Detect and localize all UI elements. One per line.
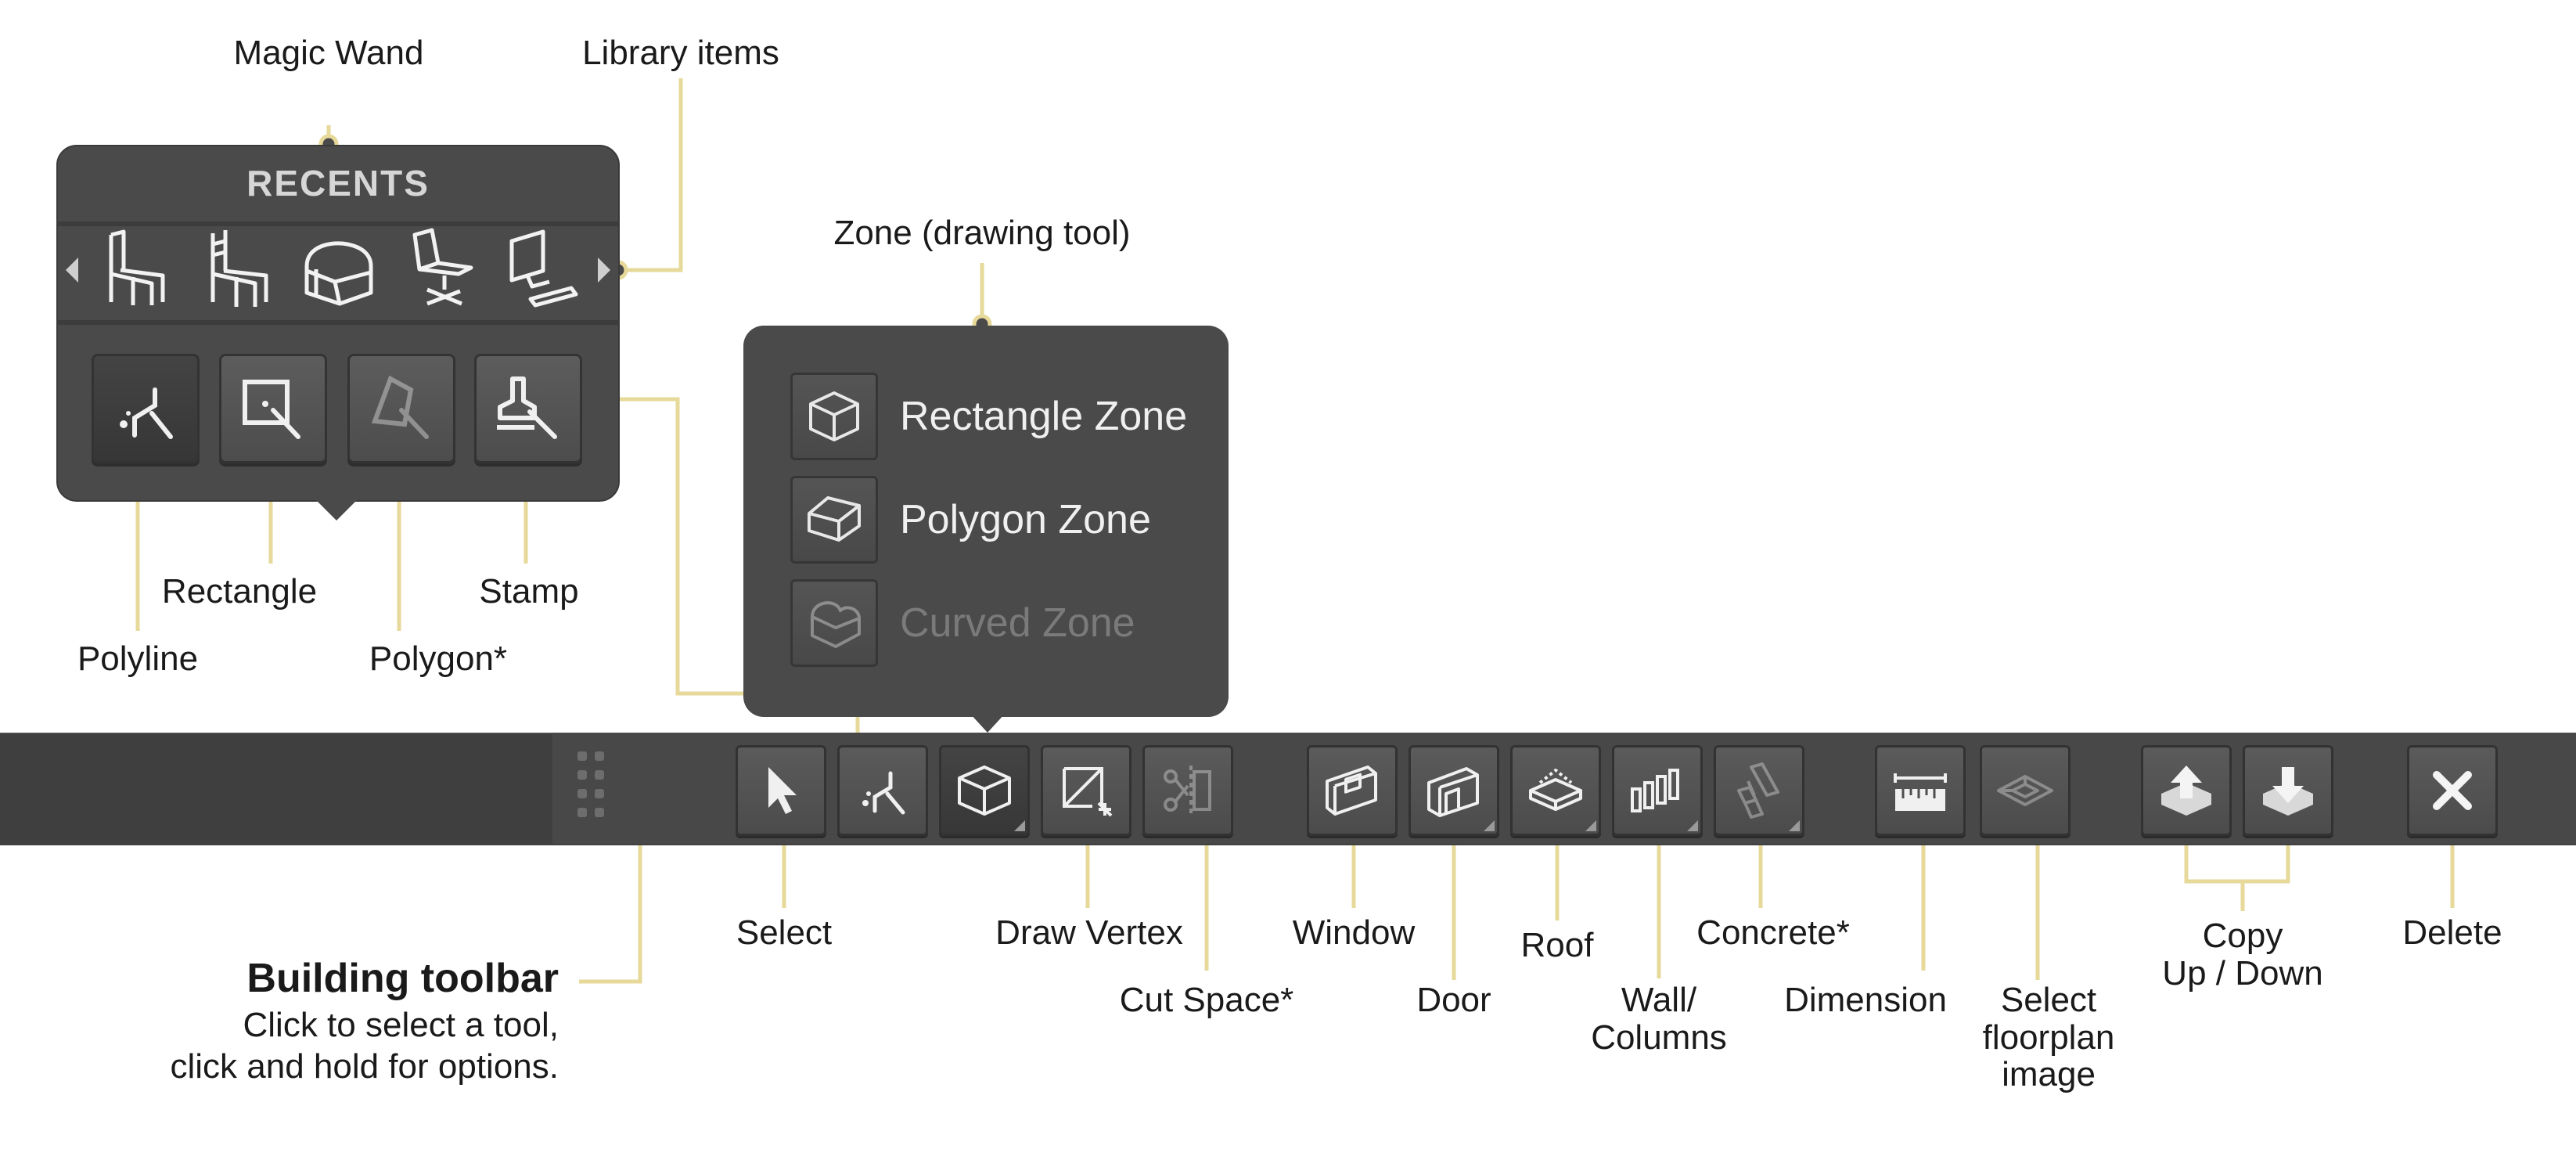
door-tool-button[interactable] — [1409, 745, 1499, 836]
stamp-wand-icon — [497, 376, 557, 439]
callout-delete: Delete — [2402, 913, 2502, 952]
zone-option-label: Curved Zone — [900, 600, 1135, 646]
cursor-arrow-icon — [768, 767, 797, 814]
zone-tool-button[interactable] — [939, 745, 1030, 836]
callout-wall-columns: Wall/Columns — [1591, 981, 1727, 1057]
popover-pointer — [970, 714, 1005, 733]
library-item-chair-icon[interactable] — [97, 227, 172, 313]
callout-polyline: Polyline — [77, 639, 199, 678]
callout-magic-wand: Magic Wand — [233, 34, 424, 72]
zone-option-curved: Curved Zone — [790, 579, 1213, 667]
divider — [58, 320, 618, 325]
callout-roof: Roof — [1520, 926, 1594, 964]
scroll-left-arrow-icon[interactable] — [64, 256, 80, 284]
library-item-armchair-icon[interactable] — [300, 227, 376, 313]
divider — [58, 222, 618, 226]
dimension-tool-button[interactable] — [1875, 745, 1966, 836]
zone-option-label: Polygon Zone — [900, 497, 1151, 542]
rectangle-zone-icon — [809, 391, 859, 441]
wall-columns-tool-button[interactable] — [1612, 745, 1703, 836]
callout-rectangle: Rectangle — [161, 572, 318, 611]
polyline-wand-icon — [120, 387, 173, 439]
popover-pointer — [313, 497, 360, 521]
library-item-chair-slat-icon[interactable] — [200, 227, 275, 313]
cut-space-tool-button[interactable] — [1142, 745, 1233, 836]
callout-stamp: Stamp — [479, 572, 579, 611]
callout-door: Door — [1416, 981, 1491, 1019]
window-icon — [1326, 766, 1377, 816]
recents-title: RECENTS — [246, 163, 430, 204]
magic-wand-icon — [862, 771, 905, 815]
curved-zone-icon — [811, 601, 861, 648]
copy-down-button[interactable] — [2243, 745, 2333, 836]
rectangle-zone-button[interactable] — [790, 373, 878, 460]
rectangle-wand-icon — [243, 380, 300, 439]
concrete-stairs-icon — [1737, 762, 1779, 819]
toolbar-caption: Building toolbar Click to select a tool,… — [0, 956, 559, 1088]
toolbar-drag-handle[interactable] — [577, 751, 617, 827]
zone-option-rectangle[interactable]: Rectangle Zone — [790, 373, 1213, 460]
copy-up-button[interactable] — [2141, 745, 2232, 836]
delete-button[interactable] — [2407, 745, 2498, 836]
copy-up-icon — [2161, 766, 2211, 816]
callout-dimension: Dimension — [1784, 981, 1947, 1019]
zone-option-polygon[interactable]: Polygon Zone — [790, 476, 1213, 564]
callout-draw-vertex: Draw Vertex — [995, 913, 1183, 952]
door-icon — [1427, 767, 1479, 817]
columns-icon — [1631, 769, 1679, 812]
toolbar-caption-line1: Click to select a tool, — [243, 1006, 559, 1045]
callout-concrete: Concrete* — [1696, 913, 1850, 952]
polygon-wand-icon — [371, 375, 429, 439]
scroll-right-arrow-icon[interactable] — [596, 256, 612, 284]
toolbar-caption-line2: click and hold for options. — [170, 1047, 559, 1086]
callout-polygon: Polygon* — [369, 639, 508, 678]
polyline-magic-wand-button[interactable] — [92, 354, 200, 463]
rectangle-magic-wand-button[interactable] — [219, 354, 327, 463]
roof-tool-button[interactable] — [1510, 745, 1601, 836]
stamp-magic-wand-button[interactable] — [474, 354, 582, 463]
draw-vertex-icon — [1063, 767, 1113, 817]
copy-down-icon — [2263, 767, 2313, 816]
callout-zone-tool: Zone (drawing tool) — [833, 214, 1131, 252]
zone-option-label: Rectangle Zone — [900, 394, 1188, 439]
select-floorplan-image-button[interactable] — [1980, 745, 2071, 836]
select-tool-button[interactable] — [736, 745, 826, 836]
callout-library-items: Library items — [582, 34, 779, 72]
cut-space-icon — [1164, 766, 1211, 816]
concrete-tool-button[interactable] — [1714, 745, 1804, 836]
callout-cut-space: Cut Space* — [1119, 981, 1294, 1019]
polygon-zone-button[interactable] — [790, 476, 878, 564]
window-tool-button[interactable] — [1307, 745, 1398, 836]
toolbar-caption-title: Building toolbar — [246, 956, 559, 1001]
callout-window: Window — [1292, 913, 1416, 952]
roof-icon — [1529, 769, 1582, 811]
delete-x-icon — [2433, 771, 2472, 810]
floorplan-image-icon — [1997, 775, 2053, 806]
dimension-ruler-icon — [1894, 773, 1947, 811]
draw-vertex-tool-button[interactable] — [1041, 745, 1131, 836]
zone-cube-icon — [958, 766, 1011, 816]
magic-wand-tool-button[interactable] — [837, 745, 928, 836]
library-item-computer-icon[interactable] — [504, 227, 579, 313]
callout-select: Select — [736, 913, 833, 952]
polygon-magic-wand-button[interactable] — [347, 354, 455, 463]
polygon-zone-icon — [808, 496, 861, 542]
curved-zone-button — [790, 579, 878, 667]
zone-popover: Rectangle Zone Polygon Zone Curved Zone — [743, 326, 1229, 733]
library-item-office-chair-icon[interactable] — [404, 227, 479, 313]
